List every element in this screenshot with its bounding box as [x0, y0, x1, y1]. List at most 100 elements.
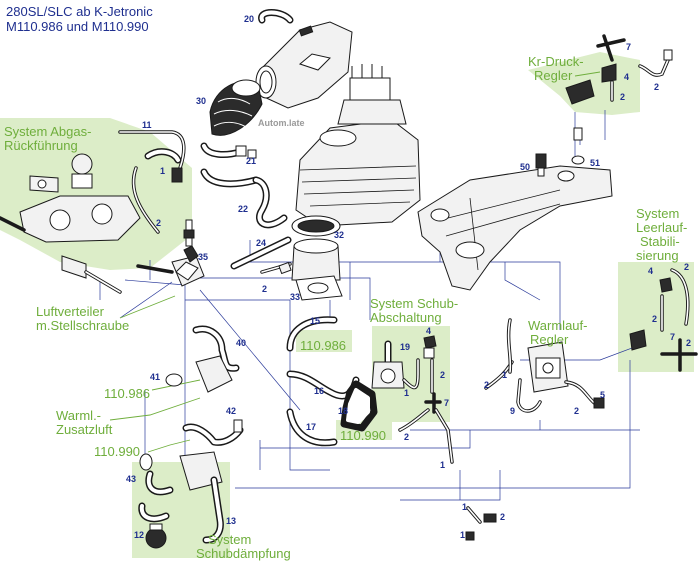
- variant-986-b: 110.986: [104, 386, 150, 401]
- air-intake-duct: [255, 21, 353, 109]
- part-number: 2: [686, 338, 691, 348]
- part-number: 33: [290, 292, 300, 302]
- part-number: 19: [400, 342, 410, 352]
- label-abgas-1: System Abgas-: [4, 124, 91, 139]
- variant-986-a: 110.986: [300, 338, 346, 353]
- part-number: 30: [196, 96, 206, 106]
- label-leerlauf-3: Stabili-: [640, 234, 680, 249]
- hose-42: [182, 419, 244, 446]
- part-number: 1: [404, 388, 409, 398]
- part-number: 2: [440, 370, 445, 380]
- label-luftverteiler-1: Luftverteiler: [36, 304, 105, 319]
- label-schub-1: System Schub-: [370, 296, 458, 311]
- part-number: 5: [600, 390, 605, 400]
- hose-11: [118, 130, 186, 170]
- hose-12: [138, 502, 170, 523]
- part-19: [371, 340, 405, 389]
- label-luftverteiler-2: m.Stellschraube: [36, 318, 129, 333]
- part-number: 11: [142, 120, 152, 130]
- hose-15: [286, 316, 338, 352]
- hose-2-kr: [638, 49, 673, 77]
- part-1-bottom: [465, 531, 475, 541]
- valve-leerlauf: [629, 329, 647, 351]
- part-number: 32: [334, 230, 344, 240]
- part-number: 51: [590, 158, 600, 168]
- tee-7-kr: [596, 34, 626, 62]
- label-daempf-2: Schubdämpfung: [196, 546, 291, 561]
- part-35: [183, 245, 199, 263]
- hose-13: [202, 476, 224, 544]
- title-line-1: 280SL/SLC ab K-Jetronic: [6, 4, 153, 19]
- part-number: 15: [310, 316, 320, 326]
- nipple-2-24: [260, 261, 292, 275]
- part-number: 1: [460, 530, 465, 540]
- part-number: 1: [462, 502, 467, 512]
- part-number: 50: [520, 162, 530, 172]
- part-number: 2: [404, 432, 409, 442]
- hose-1-schub: [402, 358, 420, 390]
- annotation-autom-late: Autom.late: [258, 118, 305, 128]
- hose-2-bottom: [483, 513, 497, 523]
- valve-4-schub: [423, 335, 437, 359]
- cross-fitting: [660, 338, 698, 372]
- label-warml-2: Zusatzluft: [56, 422, 113, 437]
- part-number: 4: [648, 266, 653, 276]
- part-number: 21: [246, 156, 256, 166]
- label-krdruck-2: Regler: [534, 68, 573, 83]
- gasket-33: [295, 275, 343, 301]
- part-number: 42: [226, 406, 236, 416]
- valve-4-kr: [601, 63, 617, 83]
- hose-22: [252, 176, 288, 229]
- hose-21a: [200, 142, 244, 158]
- part-number: 35: [198, 252, 208, 262]
- part-number: 13: [226, 516, 236, 526]
- part-number: 4: [624, 72, 629, 82]
- label-warmlauf-1: Warmlauf-: [528, 318, 587, 333]
- green-leaders: [109, 71, 601, 453]
- label-warmlauf-2: Regler: [530, 332, 569, 347]
- intake-manifold: [417, 165, 613, 291]
- part-number: 17: [306, 422, 316, 432]
- part-number: 1: [502, 370, 507, 380]
- part-number: 20: [244, 14, 254, 24]
- part-number: 24: [256, 238, 266, 248]
- hose-21b: [200, 168, 260, 188]
- part-number: 7: [444, 398, 449, 408]
- title-line-2: M110.986 und M110.990: [6, 19, 149, 34]
- mixture-regulator: [295, 64, 421, 227]
- part-number: 16: [314, 386, 324, 396]
- damper-valve: [145, 523, 167, 549]
- hose-2-egr: [131, 166, 160, 234]
- part-number: 18: [338, 406, 348, 416]
- part-number: 1: [160, 166, 165, 176]
- part-number: 9: [510, 406, 515, 416]
- part-number: 7: [670, 332, 675, 342]
- hose-40: [192, 325, 240, 372]
- hose-20: [258, 9, 294, 24]
- part-number: 7: [626, 42, 631, 52]
- label-leerlauf-4: sierung: [636, 248, 679, 263]
- hose-43: [145, 470, 174, 496]
- part-number: 43: [126, 474, 136, 484]
- valve-4-leerlauf: [659, 277, 673, 293]
- label-schub-2: Abschaltung: [370, 310, 442, 325]
- part-41: [165, 355, 233, 393]
- hose-2-leerlauf: [670, 268, 690, 326]
- clip-21: [235, 145, 257, 159]
- label-krdruck-1: Kr-Druck-: [528, 54, 584, 69]
- hose-1-warm: [506, 318, 513, 374]
- ring-51: [571, 155, 585, 165]
- hose-18: [340, 380, 378, 432]
- part-number: 41: [150, 372, 160, 382]
- throttle-body-32: [291, 215, 341, 281]
- part-number: 2: [500, 512, 505, 522]
- hose-1-schub-b: [434, 408, 454, 464]
- hose-9: [516, 378, 542, 413]
- label-abgas-2: Rückführung: [4, 138, 78, 153]
- part-number: 2: [652, 314, 657, 324]
- hose-2-schub-b: [398, 408, 430, 432]
- hose-1-bottom: [466, 506, 482, 524]
- hose-2-warm-b: [564, 380, 600, 408]
